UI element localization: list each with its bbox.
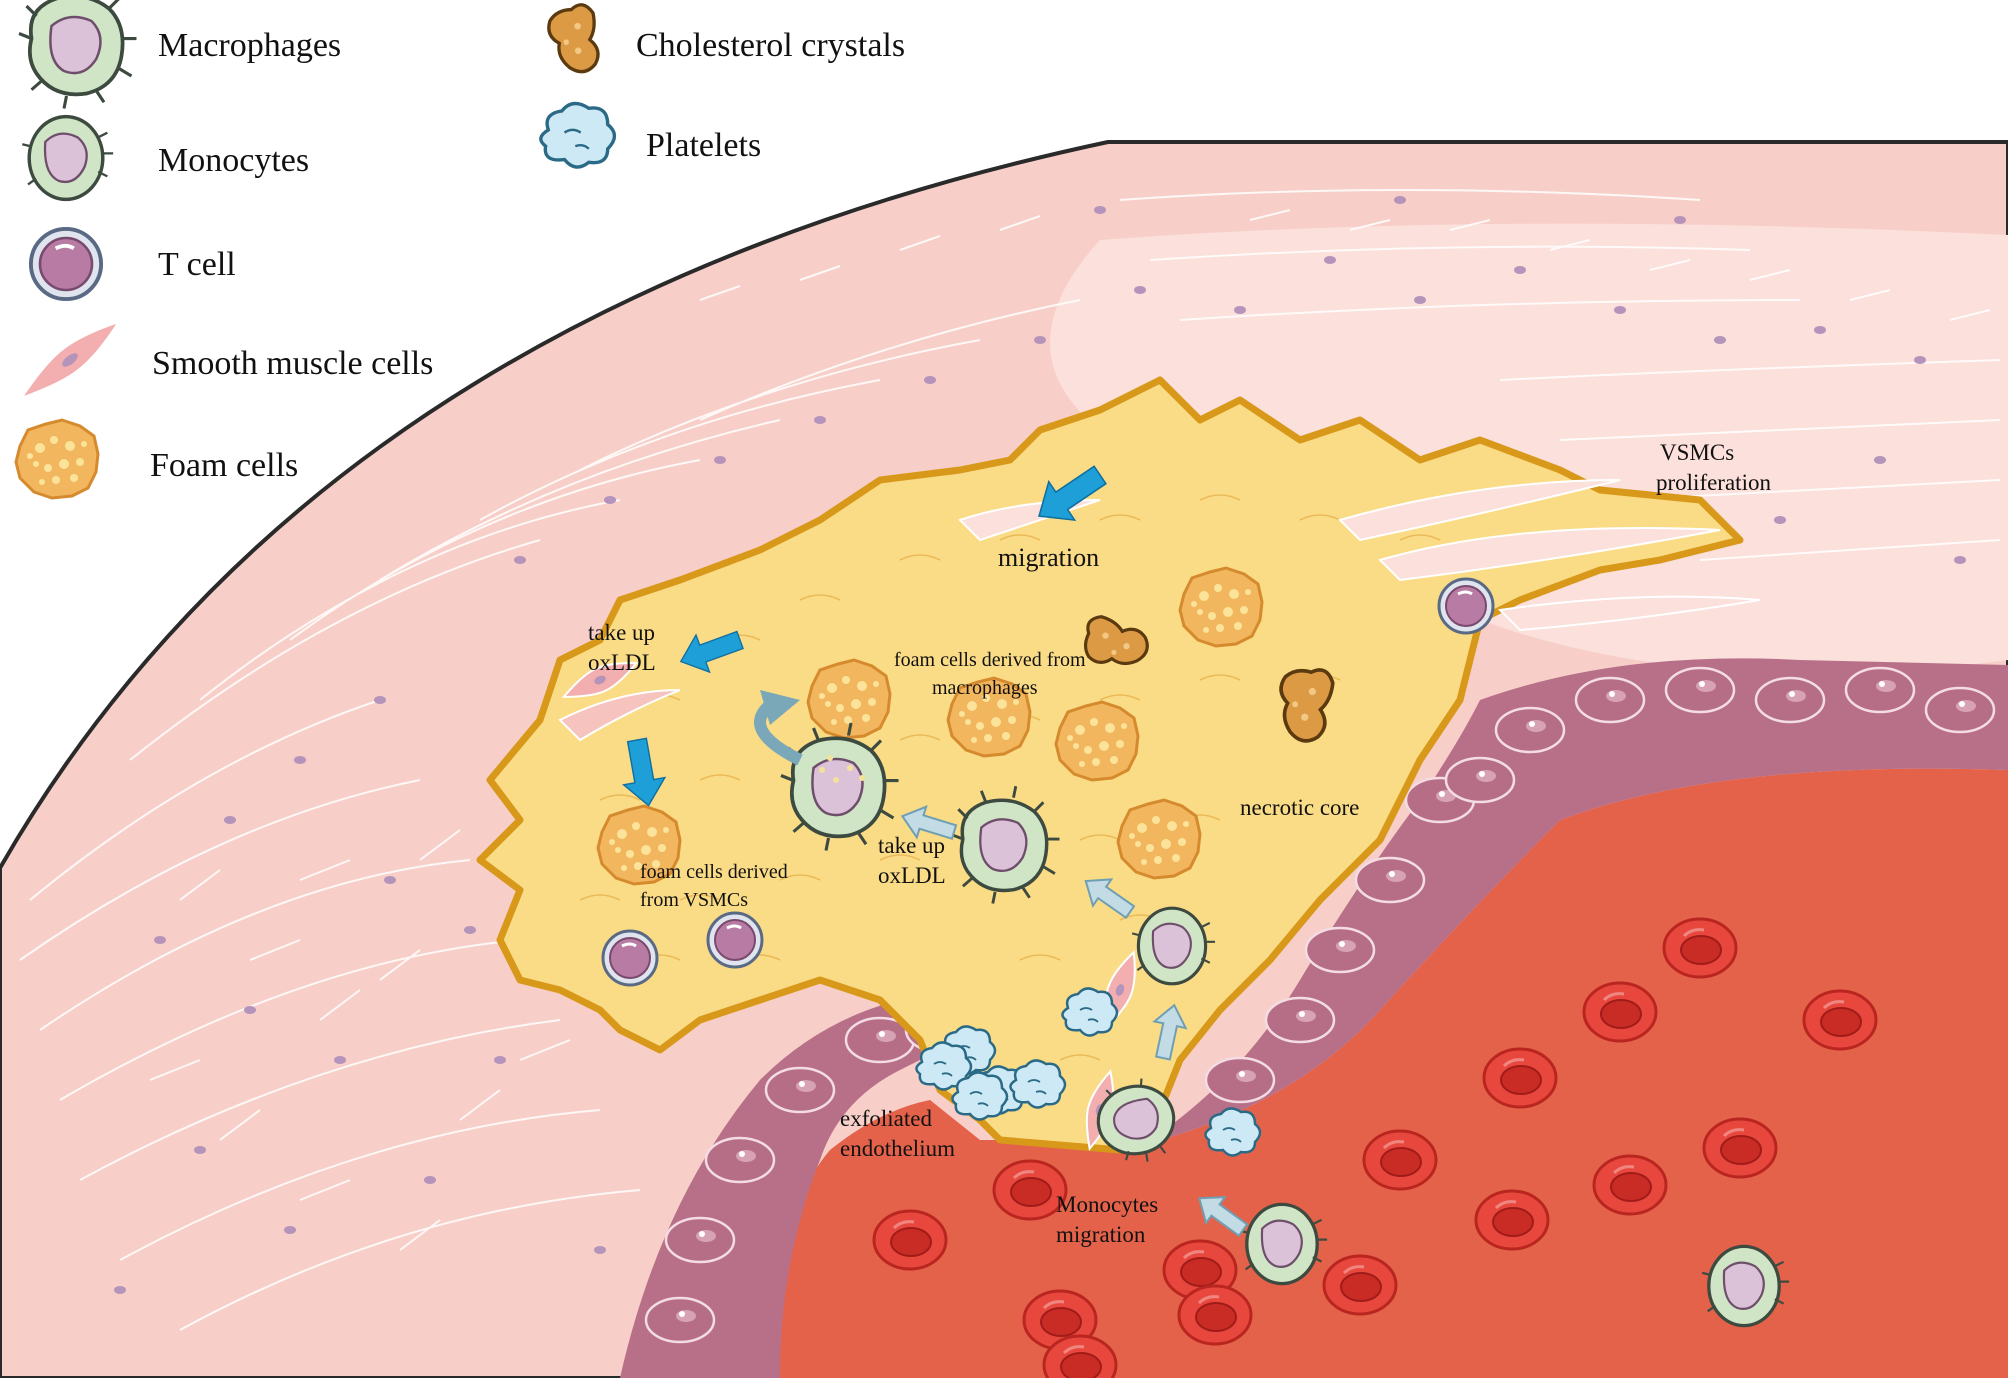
label-takeup-oxldl-mid: take up <box>878 833 945 858</box>
label-foam-from-vsmcs-2: from VSMCs <box>640 889 748 911</box>
tissue-nuclei <box>114 196 1966 1294</box>
label-foam-from-vsmcs: foam cells derived <box>640 861 788 883</box>
legend-monocyte-icon <box>20 114 115 202</box>
endothelium-left <box>620 1000 980 1378</box>
legend-smooth-muscle-label: Smooth muscle cells <box>152 345 433 382</box>
label-necrotic-core: necrotic core <box>1240 795 1359 820</box>
label-exfoliated-endothelium: exfoliated <box>840 1106 932 1131</box>
legend-platelet-icon <box>539 101 617 169</box>
label-takeup-oxldl-mid-2: oxLDL <box>878 863 946 888</box>
legend-t-cell-label: T cell <box>158 246 236 283</box>
legend: Macrophages Monocytes T cell Smooth musc… <box>11 0 905 500</box>
legend-cholesterol-label: Cholesterol crystals <box>636 27 905 64</box>
necrotic-core-texture <box>579 494 1441 1061</box>
label-takeup-oxldl-top: take up <box>588 620 655 645</box>
connective-tissue-texture <box>19 189 2001 1331</box>
legend-foam-cells-label: Foam cells <box>150 447 298 484</box>
legend-t-cell-icon <box>28 226 104 302</box>
label-foam-from-macrophages: foam cells derived from <box>894 649 1086 671</box>
label-takeup-oxldl-top-2: oxLDL <box>588 650 656 675</box>
label-exfoliated-endothelium-2: endothelium <box>840 1136 955 1161</box>
fibrous-cap <box>1050 223 2008 674</box>
label-monocytes-migration: Monocytes <box>1056 1192 1158 1217</box>
transformation-curved-arrow <box>754 700 803 766</box>
legend-cholesterol-icon <box>540 0 618 81</box>
legend-foam-cell-icon <box>14 418 100 500</box>
legend-macrophage-icon <box>17 0 139 111</box>
label-monocytes-migration-2: migration <box>1056 1222 1146 1247</box>
legend-macrophages-label: Macrophages <box>158 27 341 64</box>
label-vsmc-proliferation-2: proliferation <box>1656 470 1771 495</box>
legend-smooth-muscle-icon <box>11 310 129 410</box>
label-vsmc-proliferation: VSMCs <box>1660 440 1734 465</box>
legend-monocytes-label: Monocytes <box>158 142 309 179</box>
label-migration: migration <box>998 543 1099 572</box>
legend-platelets-label: Platelets <box>646 127 761 164</box>
macrophage-engulfing <box>779 721 901 853</box>
endothelium-right <box>1150 658 2008 1140</box>
label-foam-from-macrophages-2: macrophages <box>932 677 1038 699</box>
